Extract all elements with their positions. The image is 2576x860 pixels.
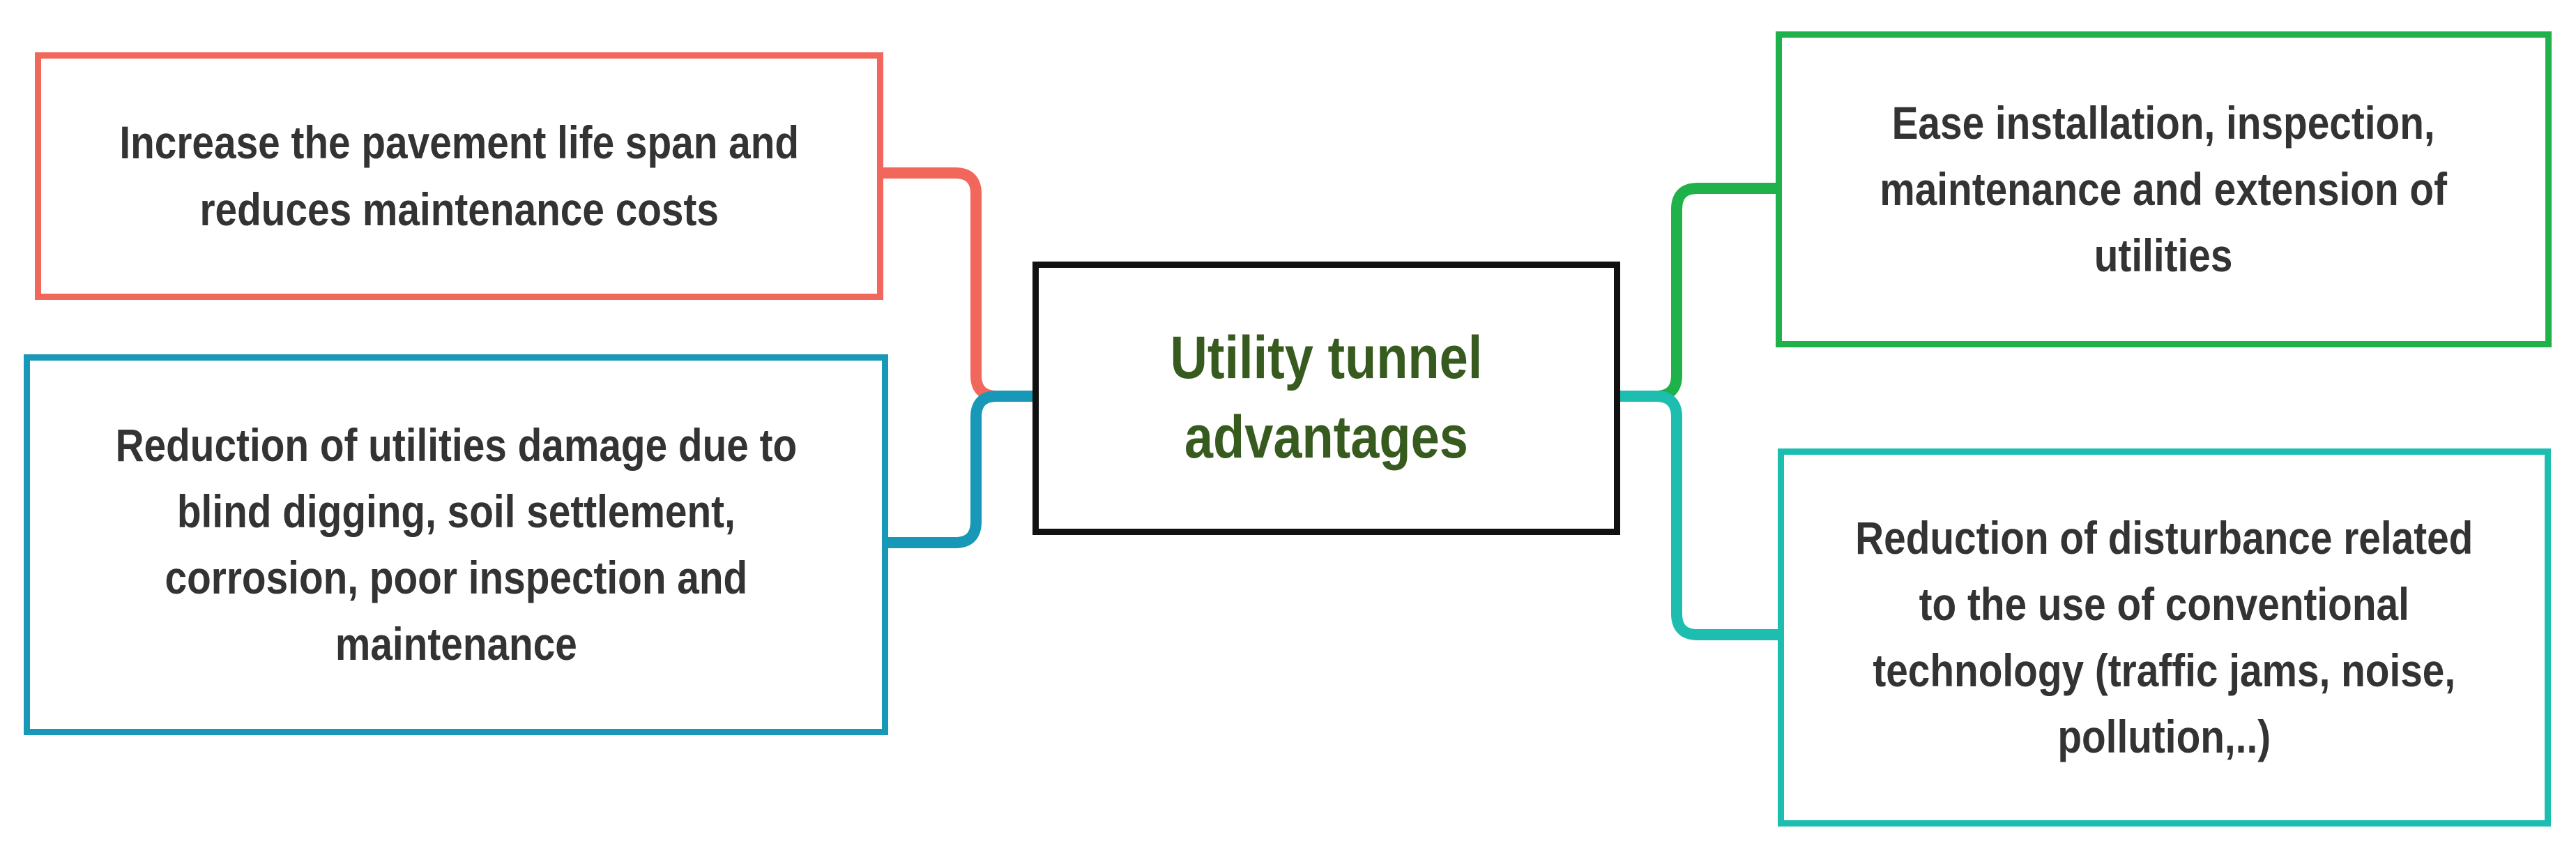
center-title: Utility tunnel advantages bbox=[1171, 319, 1483, 477]
center-title-line: advantages bbox=[1184, 404, 1468, 471]
node-disturbance-reduction: Reduction of disturbance related to the … bbox=[1778, 448, 2551, 827]
connector-left-top bbox=[878, 167, 1041, 402]
center-node: Utility tunnel advantages bbox=[1032, 262, 1620, 535]
node-text-line: reduces maintenance costs bbox=[199, 183, 719, 235]
connector-left-bottom bbox=[883, 391, 1041, 548]
node-text: Reduction of utilities damage due to bli… bbox=[103, 412, 809, 677]
connector-right-bottom bbox=[1612, 391, 1783, 640]
node-text-line: Reduction of utilities damage due to bbox=[115, 418, 797, 471]
node-text-line: pollution,..) bbox=[2057, 711, 2271, 763]
connector-right-top bbox=[1612, 183, 1781, 402]
node-text-line: maintenance and extension of bbox=[1880, 163, 2448, 215]
node-text-line: utilities bbox=[2094, 229, 2233, 282]
node-text-line: Increase the pavement life span and bbox=[119, 116, 799, 169]
node-text-line: maintenance bbox=[335, 618, 577, 670]
node-text: Ease installation, inspection, maintenan… bbox=[1868, 90, 2459, 289]
node-ease-installation: Ease installation, inspection, maintenan… bbox=[1776, 31, 2552, 347]
node-text-line: blind digging, soil settlement, bbox=[176, 485, 736, 537]
node-text-line: to the use of conventional bbox=[1919, 578, 2410, 630]
node-text-line: Ease installation, inspection, bbox=[1891, 96, 2436, 149]
node-text-line: technology (traffic jams, noise, bbox=[1873, 644, 2456, 696]
node-utilities-damage: Reduction of utilities damage due to bli… bbox=[24, 354, 888, 735]
node-text-line: Reduction of disturbance related bbox=[1855, 511, 2474, 564]
node-text-line: corrosion, poor inspection and bbox=[165, 552, 747, 603]
center-title-line: Utility tunnel bbox=[1170, 324, 1483, 392]
node-text: Increase the pavement life span and redu… bbox=[107, 110, 811, 242]
node-pavement-life: Increase the pavement life span and redu… bbox=[35, 52, 883, 300]
node-text: Reduction of disturbance related to the … bbox=[1843, 505, 2485, 770]
